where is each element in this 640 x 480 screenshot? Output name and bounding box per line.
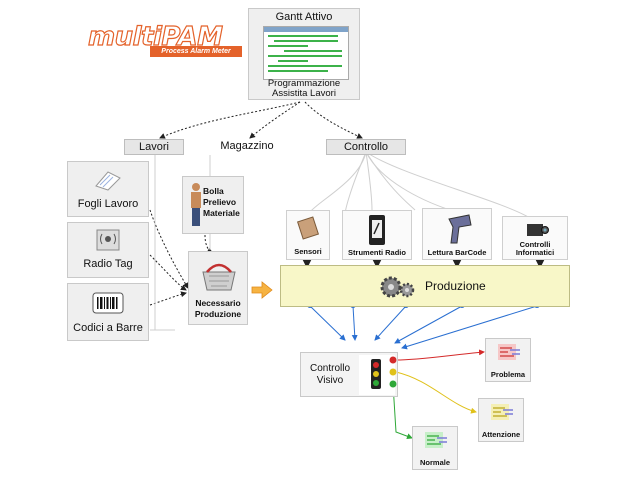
necessario-line1: Necessario <box>195 298 241 308</box>
sensor-icon <box>297 216 320 240</box>
arrow-problema <box>395 349 485 361</box>
fogli-lavoro-label: Fogli Lavoro <box>77 198 139 210</box>
attenzione-report-icon <box>491 404 513 420</box>
lettura-barcode-label: Lettura BarCode <box>427 248 487 257</box>
header-magazzino: Magazzino <box>208 139 286 155</box>
bolla-line2: Prelievo <box>203 197 237 207</box>
necessario-line2: Produzione <box>194 309 242 319</box>
problema-box: Problema <box>485 338 531 382</box>
normale-box: Normale <box>412 426 458 470</box>
codici-barre-label: Codici a Barre <box>73 322 143 334</box>
controlli-informatici-tile: Controlli Informatici <box>502 216 568 260</box>
controllo-visivo-line2: Visivo <box>316 375 344 386</box>
worker-icon <box>191 183 201 226</box>
bolla-box: Bolla Prelievo Materiale <box>182 176 244 234</box>
fogli-lavoro-box: Fogli Lavoro <box>67 161 149 217</box>
bolla-line3: Materiale <box>203 208 240 218</box>
arrow-codici-necessario <box>149 291 187 306</box>
produzione-label: Produzione <box>425 279 486 293</box>
controllo-visivo-box: Controllo Visivo <box>300 352 398 397</box>
camera-icon <box>527 224 549 236</box>
logo-subtitle: Process Alarm Meter <box>150 46 242 57</box>
gantt-dotted-arrows <box>149 101 363 306</box>
arrow-gantt-magazzino <box>249 101 301 139</box>
bolla-line1: Bolla <box>203 186 224 196</box>
gantt-caption-line2: Assistita Lavori <box>272 88 336 99</box>
gantt-caption-line1: Programmazione <box>267 78 341 89</box>
arrow-radio-necessario <box>149 254 187 291</box>
radio-tag-box: Radio Tag <box>67 222 149 278</box>
attenzione-box: Attenzione <box>478 398 524 442</box>
produzione-band: Produzione <box>280 265 570 307</box>
radio-instrument-icon <box>369 215 385 245</box>
attenzione-label: Attenzione <box>481 430 521 439</box>
barcode-icon <box>92 292 124 314</box>
gantt-thumbnail <box>263 26 349 80</box>
gantt-title: Gantt Attivo <box>275 11 333 23</box>
arrow-attenzione <box>395 371 477 414</box>
arrow-gantt-lavori <box>159 101 301 139</box>
document-icon <box>95 171 121 191</box>
normale-report-icon <box>425 432 447 448</box>
controlli-informatici-line2: Informatici <box>515 248 555 257</box>
traffic-light-outputs <box>389 356 397 388</box>
header-controllo: Controllo <box>326 139 406 155</box>
codici-barre-box: Codici a Barre <box>67 283 149 341</box>
normale-label: Normale <box>419 458 450 467</box>
problema-report-icon <box>498 344 520 360</box>
header-lavori: Lavori <box>124 139 184 155</box>
rfid-tag-icon <box>96 229 120 251</box>
lettura-barcode-tile: Lettura BarCode <box>422 208 492 260</box>
controlli-informatici-line1: Controlli <box>519 240 551 249</box>
traffic-light-icon <box>359 355 395 395</box>
sensori-tile: Sensori <box>286 210 330 260</box>
gears-icon <box>380 276 415 298</box>
sensori-label: Sensori <box>294 247 322 256</box>
strumenti-radio-tile: Strumenti Radio <box>342 210 412 260</box>
production-to-control-arrows <box>309 305 538 350</box>
basket-icon <box>202 263 236 291</box>
gantt-panel: Gantt Attivo Programmazione Assistita La… <box>248 8 360 100</box>
arrow-normale <box>392 383 413 440</box>
controllo-visivo-line1: Controllo <box>309 363 351 374</box>
barcode-scanner-icon <box>448 214 472 244</box>
strumenti-radio-label: Strumenti Radio <box>348 248 406 257</box>
necessario-box: Necessario Produzione <box>188 251 248 325</box>
radio-tag-label: Radio Tag <box>83 258 133 270</box>
arrow-fogli-necessario <box>149 209 189 289</box>
problema-label: Problema <box>490 370 526 379</box>
orange-flow-arrow <box>251 281 273 299</box>
arrow-gantt-controllo <box>304 101 363 139</box>
